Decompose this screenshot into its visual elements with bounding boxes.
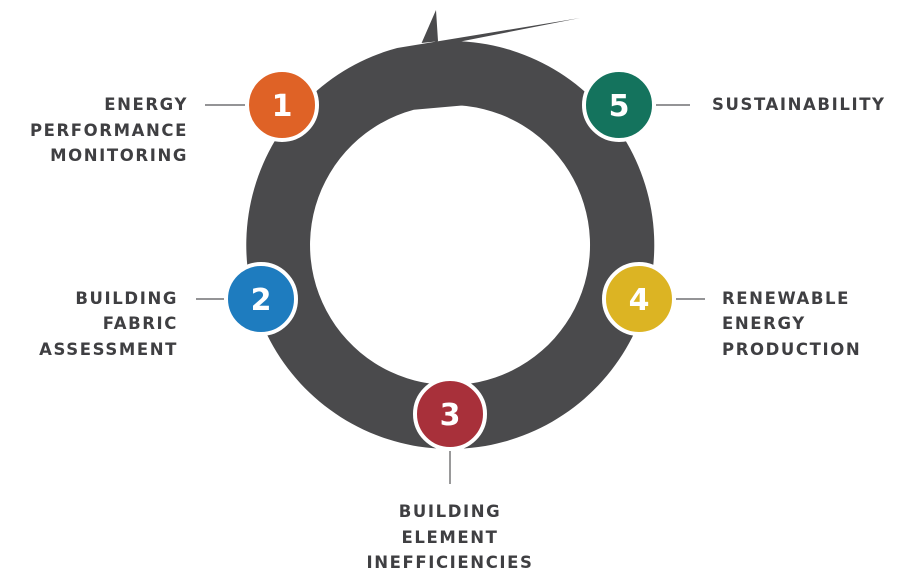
step-2-label: BUILDING FABRIC ASSESSMENT <box>39 289 178 359</box>
step-2-label-line: BUILDING <box>75 289 178 308</box>
step-4-label-line: ENERGY <box>722 314 806 333</box>
step-1-label-line: MONITORING <box>50 146 188 165</box>
step-3-label-line: ELEMENT <box>401 528 498 547</box>
step-1-label-line: ENERGY <box>104 95 188 114</box>
step-2-number: 2 <box>251 283 272 318</box>
step-3-badge: 3 <box>413 377 487 451</box>
step-3-number: 3 <box>440 398 461 433</box>
step-5-label-line: SUSTAINABILITY <box>712 95 886 114</box>
step-1-badge: 1 <box>245 68 319 142</box>
step-2-label-line: ASSESSMENT <box>39 340 178 359</box>
step-5-label: SUSTAINABILITY <box>712 95 886 114</box>
step-3-label: BUILDING ELEMENT INEFFICIENCIES <box>366 502 533 572</box>
step-4-label: RENEWABLE ENERGY PRODUCTION <box>722 289 861 359</box>
number-badge-icon <box>413 377 487 451</box>
number-badge-icon <box>224 262 298 336</box>
step-5-number: 5 <box>609 89 630 124</box>
number-badge-icon <box>602 262 676 336</box>
number-badge-icon <box>582 68 656 142</box>
step-1-label: ENERGY PERFORMANCE MONITORING <box>30 95 188 165</box>
step-5-badge: 5 <box>582 68 656 142</box>
step-4-label-line: PRODUCTION <box>722 340 861 359</box>
step-1-number: 1 <box>272 89 293 124</box>
step-3-label-line: BUILDING <box>399 502 502 521</box>
step-4-label-line: RENEWABLE <box>722 289 850 308</box>
cycle-arrow-icon <box>246 10 655 449</box>
step-4-number: 4 <box>629 283 650 318</box>
number-badge-icon <box>245 68 319 142</box>
step-2-label-line: FABRIC <box>103 314 178 333</box>
step-4-badge: 4 <box>602 262 676 336</box>
step-3-label-line: INEFFICIENCIES <box>366 553 533 572</box>
step-2-badge: 2 <box>224 262 298 336</box>
step-1-label-line: PERFORMANCE <box>30 121 188 140</box>
